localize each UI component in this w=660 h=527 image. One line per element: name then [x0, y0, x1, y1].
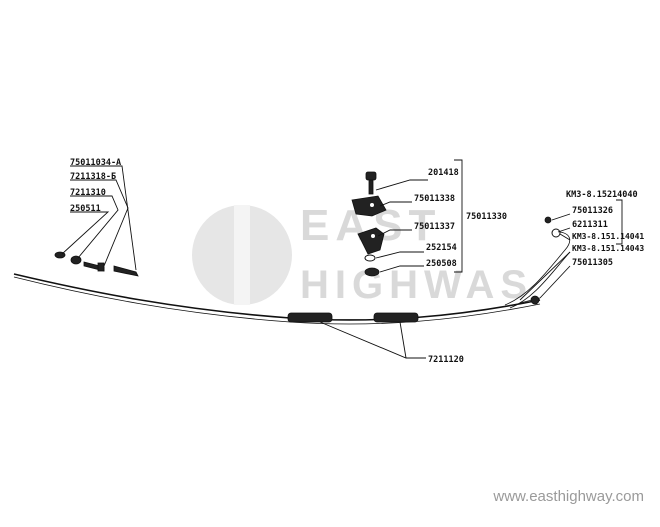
label-6211311: 6211311 [572, 220, 608, 230]
leader-lines-bottom [319, 321, 426, 359]
cable-sleeve-right [373, 312, 419, 323]
label-252154: 252154 [426, 243, 457, 253]
label-km3-14041: КМЗ-8.151.14041 [572, 232, 644, 241]
label-75011034: 75011034-A [70, 158, 121, 168]
label-75011337: 75011337 [414, 222, 455, 232]
watermark-url: www.easthighway.com [493, 488, 644, 505]
label-250511: 250511 [70, 204, 101, 214]
label-7211318: 7211318-Б [70, 172, 116, 182]
label-250508: 250508 [426, 259, 457, 269]
label-201418: 201418 [428, 168, 459, 178]
label-7211120: 7211120 [428, 355, 464, 365]
leader-lines-center [375, 159, 463, 273]
watermark-line2: HIGHWAS [300, 263, 533, 307]
label-7211310: 7211310 [70, 188, 106, 198]
label-km3-15214040: КМЗ-8.15214040 [566, 190, 638, 200]
right-cable-assembly [504, 216, 571, 309]
leader-lines-right [519, 199, 623, 301]
label-km3-14043: КМЗ-8.151.14043 [572, 244, 644, 253]
label-75011330: 75011330 [466, 212, 507, 222]
left-small-parts [54, 251, 139, 277]
center-parts [351, 171, 387, 277]
label-75011305: 75011305 [572, 258, 613, 268]
cable-sleeve-left [287, 312, 333, 323]
label-75011326: 75011326 [572, 206, 613, 216]
leader-lines-left [61, 165, 137, 271]
label-75011338: 75011338 [414, 194, 455, 204]
